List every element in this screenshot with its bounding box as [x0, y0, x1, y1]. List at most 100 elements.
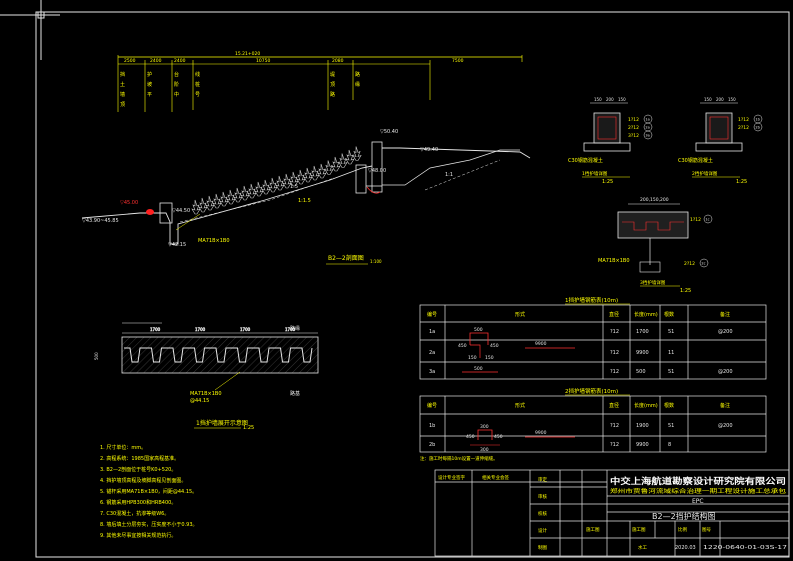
tree-icon	[282, 173, 292, 189]
t2-shape-d: 300	[480, 447, 489, 453]
t2-h-dia: 直径	[609, 402, 619, 409]
t1-r1-note: @200	[718, 329, 733, 335]
svg-text:7500: 7500	[452, 58, 464, 64]
t1-h-shape: 形式	[515, 311, 525, 318]
tb-extra-3: 图号	[702, 527, 711, 533]
tree-icon	[226, 189, 236, 205]
svg-text:墙: 墙	[120, 91, 125, 98]
t1-r1-count: 51	[668, 329, 674, 335]
tree-icon	[275, 175, 285, 191]
svg-text:200: 200	[606, 97, 614, 102]
svg-text:150: 150	[704, 97, 712, 102]
svg-text:2080: 2080	[332, 58, 344, 64]
tree-icon	[198, 197, 208, 213]
t1-h-dia: 直径	[609, 311, 619, 318]
tree-icon	[331, 156, 341, 172]
svg-text:缘: 缘	[355, 81, 360, 88]
t2-h-no: 编号	[427, 402, 437, 409]
tree-icon	[289, 171, 299, 187]
svg-text:1700: 1700	[240, 327, 251, 332]
t1-r2-len: 9900	[636, 350, 649, 356]
svg-text:中: 中	[174, 91, 179, 98]
t1-shape-e: 150	[485, 355, 494, 361]
svg-text:挡: 挡	[120, 71, 125, 78]
t1-h-len: 长度(mm)	[634, 311, 658, 318]
svg-text:1?12: 1?12	[628, 117, 639, 123]
t2-h-count: 根数	[664, 402, 674, 409]
t1-shape-c: 450	[490, 343, 499, 349]
t2-r2-len: 9900	[636, 442, 649, 448]
t2-shape-b: 450	[466, 434, 475, 440]
svg-text:土: 土	[120, 81, 125, 88]
t1-shape-d: 150	[468, 355, 477, 361]
tb-left-head-1: 设计专业签字	[438, 474, 465, 481]
t1-r3-count: 51	[668, 369, 674, 375]
svg-text:2?12: 2?12	[684, 261, 695, 267]
svg-text:1700: 1700	[285, 327, 296, 332]
tb-role-3: 校核	[538, 510, 547, 517]
svg-text:路: 路	[355, 71, 360, 78]
svg-text:200: 200	[716, 97, 724, 102]
tree-icon	[317, 163, 327, 179]
t1-r2-no: 2a	[429, 350, 435, 356]
t1-bar: 9900	[535, 341, 547, 347]
t2-r1-note: @200	[718, 423, 733, 429]
t2-r2-count: 8	[668, 442, 671, 448]
tree-icon	[212, 193, 222, 209]
svg-text:顶: 顶	[330, 82, 335, 88]
tb-role-2: 审核	[538, 493, 547, 500]
elev-left-1: ▽43.90~45.85	[82, 218, 119, 224]
slope-2: 1:1.5	[298, 198, 311, 204]
tb-code: EPC	[692, 498, 704, 505]
plan-scale: 1:25	[243, 425, 254, 431]
svg-text:1挡护墙详图: 1挡护墙详图	[582, 170, 608, 177]
t1-h-note: 备注	[720, 311, 730, 318]
callout-circle	[643, 130, 653, 140]
svg-text:台: 台	[174, 71, 179, 78]
callout-label: 2a	[645, 126, 649, 130]
svg-text:500: 500	[94, 352, 99, 360]
detail-b-label: C30钢筋混凝土	[678, 157, 713, 164]
note-8: 8. 墙后填土分层夯实，压实度不小于0.93。	[100, 521, 198, 528]
tree-icon	[205, 195, 215, 211]
tb-role-1: 审定	[538, 476, 547, 483]
svg-text:3挡护墙详图: 3挡护墙详图	[640, 279, 666, 286]
t1-shape-b: 450	[458, 343, 467, 349]
tree-icon	[338, 153, 348, 168]
tb-stage-short: 水工	[638, 544, 647, 551]
note-9: 9. 其他未尽事宜按相关规范执行。	[100, 532, 176, 539]
t1-r3-shape: 500	[474, 366, 483, 372]
svg-text:2挡护墙详图: 2挡护墙详图	[692, 170, 718, 177]
t2-r1-dia: ?12	[610, 423, 619, 429]
t2-r1-count: 51	[668, 423, 674, 429]
t1-r2-count: 11	[668, 350, 674, 356]
svg-text:2400: 2400	[174, 58, 186, 64]
t1-r3-dia: ?12	[610, 369, 619, 375]
elev-toe: ▽44.50	[172, 208, 190, 214]
svg-text:平: 平	[147, 92, 152, 98]
callout-label: 1a	[645, 118, 649, 122]
tb-left-head-2: 相关专业会签	[482, 474, 509, 481]
note-6: 6. 钢筋采用HPB300和HRB400。	[100, 499, 176, 506]
tree-icon	[352, 146, 362, 161]
tb-stage: 施工图	[586, 526, 600, 533]
tree-icon	[240, 185, 250, 201]
notes: 1. 尺寸单位：mm。 2. 高程系统：1985国家高程基准。 3. B2—2剖…	[100, 444, 198, 539]
note-4: 4. 挡护墙顶高程及坡脚高程见剖面图。	[100, 477, 186, 484]
callout-label: 1b	[755, 118, 760, 122]
detail-mid-scale: 1:25	[680, 288, 691, 294]
t2-r2-dia: ?12	[610, 442, 619, 448]
tree-icon	[268, 177, 278, 193]
svg-text:150: 150	[728, 97, 736, 102]
svg-text:护: 护	[147, 71, 152, 78]
svg-text:1700: 1700	[150, 327, 161, 332]
t1-r1-dia: ?12	[610, 329, 619, 335]
t1-r3-no: 3a	[429, 369, 435, 375]
svg-text:1?12: 1?12	[738, 117, 749, 123]
tb-extra-1: 施工图	[632, 526, 646, 533]
slope-3: 1:1	[445, 172, 453, 178]
svg-text:桩: 桩	[195, 81, 200, 88]
ucs-crosshair-icon	[0, 0, 60, 60]
svg-text:15.21+020: 15.21+020	[235, 51, 260, 57]
